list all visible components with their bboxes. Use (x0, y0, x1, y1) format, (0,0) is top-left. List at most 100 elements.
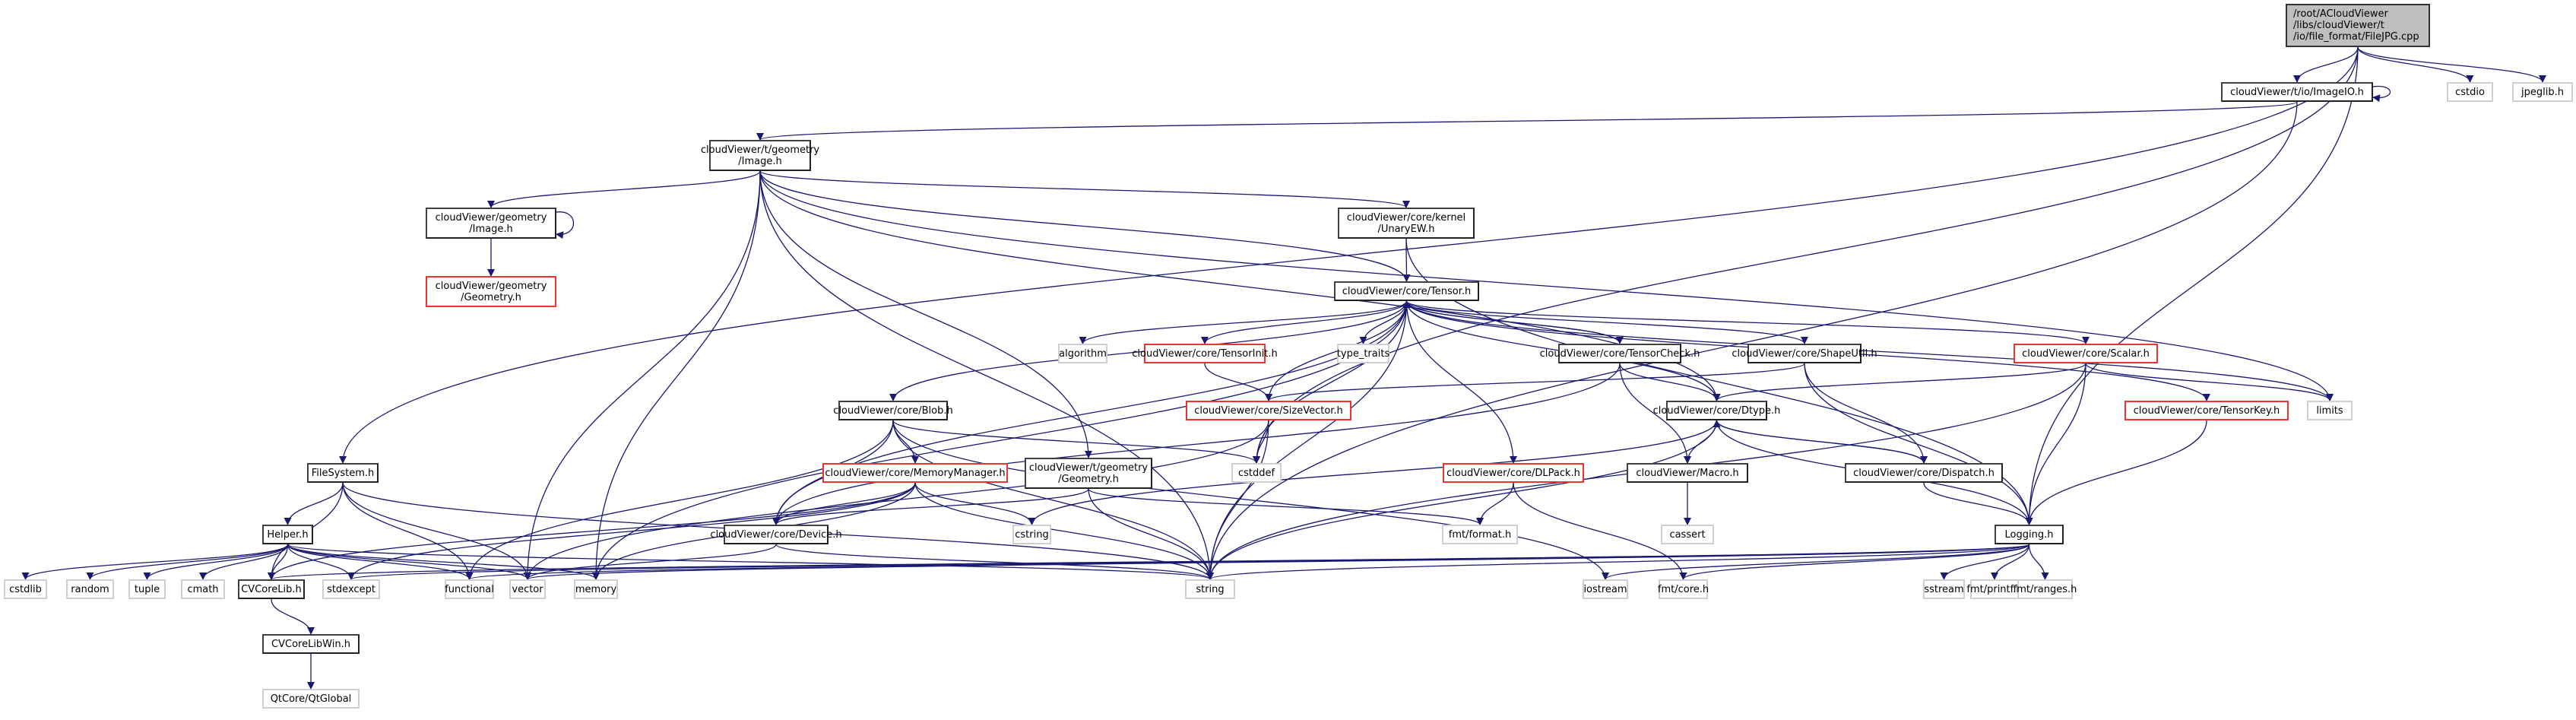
node-jpeglib: jpeglib.h (2512, 82, 2573, 102)
node-memorymanager[interactable]: cloudViewer/core/MemoryManager.h (822, 463, 1008, 483)
node-tensorkey[interactable]: cloudViewer/core/TensorKey.h (2124, 401, 2289, 420)
node-filesystem[interactable]: FileSystem.h (307, 463, 379, 483)
edge-helper-to-string (287, 544, 1214, 580)
node-shapeutil[interactable]: cloudViewer/core/ShapeUtil.h (1732, 344, 1877, 363)
edge-root-to-jpeglib (2357, 46, 2546, 83)
edge-logging-to-fmtcore (1679, 544, 2030, 580)
edge-memmgr-to-cvcorelib (268, 482, 916, 580)
node-cvcorelibwin[interactable]: CVCoreLibWin.h (262, 634, 360, 654)
edge-logging-to-iostream (1602, 544, 2030, 580)
edge-memmgr-to-cstring (914, 482, 1036, 525)
edge-tensor-to-shapeutil (1405, 300, 1808, 344)
node-macro[interactable]: cloudViewer/Macro.h (1627, 463, 1748, 483)
node-scalar[interactable]: cloudViewer/core/Scalar.h (2014, 344, 2158, 363)
edge-root-to-logging (2025, 46, 2359, 525)
node-logging[interactable]: Logging.h (1995, 525, 2064, 544)
node-cstdio: cstdio (2447, 82, 2493, 102)
node-imageio[interactable]: cloudViewer/t/io/ImageIO.h (2221, 82, 2373, 102)
node-tensorinit[interactable]: cloudViewer/core/TensorInit.h (1132, 344, 1278, 363)
edge-helper-to-vector (287, 544, 531, 580)
node-sizevector[interactable]: cloudViewer/core/SizeVector.h (1186, 401, 1351, 420)
node-blob[interactable]: cloudViewer/core/Blob.h (833, 401, 953, 420)
edge-logging-to-stdexcept (347, 544, 2030, 580)
edge-tensorcheck-to-dtype (1619, 363, 1721, 401)
node-fmt-core: fmt/core.h (1658, 579, 1709, 599)
edge-imageio-to-imageio (2372, 85, 2391, 103)
edge-shapeutil-to-dispatch (1804, 363, 1928, 464)
edge-tgeometry-to-string (1088, 488, 1214, 580)
edge-blob-to-string (892, 420, 1214, 580)
edge-tensorcheck-to-tensor (1402, 300, 1621, 344)
edge-tensor-to-tensorinit (1201, 300, 1408, 344)
node-unaryew[interactable]: cloudViewer/core/kernel /UnaryEW.h (1338, 208, 1475, 239)
edge-helper-to-cmath (199, 544, 289, 580)
edge-root-to-cstdio (2357, 46, 2474, 83)
node-cassert: cassert (1661, 525, 1714, 544)
edge-dispatch-to-logging (1923, 482, 2033, 525)
node-tensorcheck[interactable]: cloudViewer/core/TensorCheck.h (1540, 344, 1700, 363)
edge-blob-to-iostream (892, 420, 1609, 580)
edge-gimage-to-gimage (556, 211, 575, 239)
node-helper[interactable]: Helper.h (262, 525, 313, 544)
edge-tensorkey-to-logging (2025, 420, 2207, 525)
edge-helper-to-tuple (143, 544, 289, 580)
edge-tensor-to-algorithm (1079, 300, 1408, 344)
edge-root-to-cstddef (1253, 46, 2359, 464)
edge-dispatch-to-dtype (1713, 420, 1925, 464)
node-dlpack[interactable]: cloudViewer/core/DLPack.h (1443, 463, 1584, 483)
edge-scalar-to-dtype (1713, 363, 2086, 401)
edge-timage-to-dtype (759, 170, 1721, 401)
edge-memmgr-to-stdexcept (347, 482, 916, 580)
edge-timage-to-string (759, 170, 1214, 580)
edge-logging-to-string (1206, 544, 2030, 580)
node-cstring: cstring (1012, 525, 1051, 544)
node-geometry-geometry[interactable]: cloudViewer/geometry /Geometry.h (426, 276, 556, 307)
node-fmt-ranges: fmt/ranges.h (2014, 579, 2077, 599)
node-stdexcept: stdexcept (322, 579, 380, 599)
node-dispatch[interactable]: cloudViewer/core/Dispatch.h (1845, 463, 2003, 483)
node-device[interactable]: cloudViewer/core/Device.h (710, 525, 842, 544)
node-tensor[interactable]: cloudViewer/core/Tensor.h (1334, 281, 1479, 301)
edge-dlpack-to-fmtformat (1476, 482, 1514, 525)
node-t-geometry-image[interactable]: cloudViewer/t/geometry /Image.h (701, 140, 819, 171)
edge-tgeometry-to-fmtformat (1088, 488, 1484, 525)
node-cstddef: cstddef (1231, 463, 1282, 483)
edge-imageio-to-timage (756, 101, 2298, 141)
edge-tensor-to-cstddef (1253, 300, 1408, 464)
node-iostream: iostream (1583, 579, 1628, 599)
edge-dtype-to-cstring (1028, 420, 1718, 525)
node-root-filejpg[interactable]: /root/ACloudViewer /libs/cloudViewer/t /… (2286, 4, 2430, 47)
node-t-geometry-geometry[interactable]: cloudViewer/t/geometry /Geometry.h (1025, 458, 1152, 489)
node-tuple: tuple (128, 579, 166, 599)
node-fmt-printf: fmt/printf.h (1966, 579, 2023, 599)
edge-dlpack-to-fmtcore (1513, 482, 1687, 580)
edge-imageio-to-string (1206, 101, 2298, 580)
edge-tgeometry-to-device (772, 488, 1089, 525)
edge-timage-to-unaryew (759, 170, 1410, 208)
edge-timage-to-limits (759, 170, 2334, 401)
node-cvcorelib[interactable]: CVCoreLib.h (238, 579, 305, 599)
edge-timage-to-vector (524, 170, 761, 580)
edge-root-to-imageio (2293, 46, 2359, 83)
edge-logging-to-sstream (1940, 544, 2030, 580)
edge-helper-to-cstdlib (21, 544, 289, 580)
node-vector: vector (509, 579, 546, 599)
edge-tensor-to-scalar (1405, 300, 2090, 344)
node-cstdlib: cstdlib (4, 579, 47, 599)
node-sstream: sstream (1923, 579, 1965, 599)
edge-memmgr-to-device (772, 482, 916, 525)
node-random: random (66, 579, 114, 599)
node-functional: functional (445, 579, 494, 599)
edge-tensor-to-limits (1405, 300, 2334, 401)
edge-device-to-string (775, 544, 1214, 580)
edge-blob-to-functional (465, 420, 894, 580)
edge-filesystem-to-vector (342, 482, 531, 580)
edge-tensorcheck-to-device (772, 363, 1621, 525)
node-geometry-image[interactable]: cloudViewer/geometry /Image.h (426, 208, 556, 239)
node-fmt-format: fmt/format.h (1442, 525, 1518, 544)
edge-scalar-to-logging (2025, 363, 2086, 525)
node-dtype[interactable]: cloudViewer/core/Dtype.h (1653, 401, 1780, 420)
edge-filesystem-to-helper (284, 482, 344, 525)
edge-timage-to-memory (592, 170, 761, 580)
